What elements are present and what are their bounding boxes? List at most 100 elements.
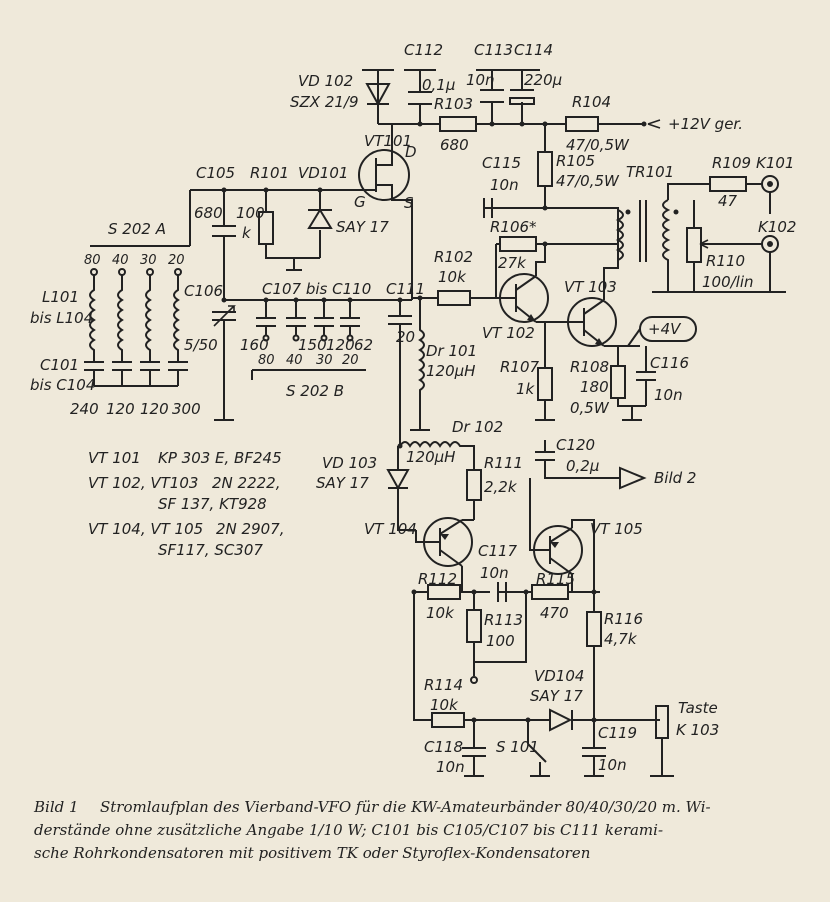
vd102-type: SZX 21/9 — [290, 93, 359, 111]
c107-110-label: C107 bis C110 — [262, 280, 371, 298]
vt101-gate: G — [354, 193, 366, 211]
c101-value-120a: 120 — [106, 400, 135, 418]
dr102-label: Dr 102 — [452, 418, 503, 436]
c101-c104-capacitors — [84, 361, 188, 387]
c113-capacitor — [476, 69, 508, 124]
s202a-pos-80: 80 — [84, 253, 101, 268]
c111-capacitor — [388, 297, 412, 420]
r103-value: 680 — [440, 136, 469, 154]
r116-label: R116 — [604, 610, 643, 628]
r103-resistor — [439, 116, 477, 132]
dr101-value: 120μH — [426, 362, 475, 380]
k101-label: K101 — [756, 154, 794, 172]
gate-bus — [90, 187, 358, 247]
taste-ref: K 103 — [676, 721, 719, 739]
r113-value: 100 — [486, 632, 515, 650]
c115-capacitor — [483, 198, 545, 218]
vd102-label: VD 102 — [298, 72, 353, 90]
c109-value: 120 — [326, 336, 355, 354]
r107-value: 1k — [516, 380, 536, 398]
c101-value-120b: 120 — [140, 400, 169, 418]
supply-voltage: +12V ger. — [668, 115, 743, 133]
r109-resistor — [694, 176, 762, 192]
c116-value: 10n — [654, 386, 683, 404]
r105-label: R105 — [556, 152, 595, 170]
c101-value-300: 300 — [172, 400, 201, 418]
vt102-transistor — [496, 244, 568, 368]
taste-key — [650, 705, 674, 777]
r111-label: R111 — [484, 454, 523, 472]
tr101-transformer — [615, 183, 694, 292]
r111-resistor — [466, 469, 482, 520]
r105-value: 47/0,5W — [556, 172, 620, 190]
vt101-drain: D — [405, 143, 417, 161]
c112-value: 0,1μ — [422, 76, 455, 94]
r112-value: 10k — [426, 604, 455, 622]
c113-label: C113 — [474, 41, 513, 59]
r116-resistor — [586, 611, 602, 720]
s101-switch — [527, 720, 550, 777]
r104-label: R104 — [572, 93, 611, 111]
caption-number: Bild 1 — [34, 798, 79, 816]
r110-potentiometer — [652, 200, 786, 293]
plus4v-marker — [627, 316, 697, 347]
c120-value: 0,2μ — [566, 457, 599, 475]
r107-label: R107 — [500, 358, 540, 376]
r104-value: 47/0,5W — [566, 136, 630, 154]
r108-power: 0,5W — [570, 399, 610, 417]
s202a-pos-20: 20 — [168, 253, 185, 268]
c118-value: 10n — [436, 758, 465, 776]
circuit-schematic: VD 102 SZX 21/9 C112 0,1μ C113 10n C114 … — [30, 41, 796, 777]
r114-label: R114 — [424, 676, 463, 694]
r104-resistor — [565, 116, 599, 132]
r103-label: R103 — [434, 95, 473, 113]
c106-trimmer — [212, 297, 412, 394]
c116-label: C116 — [650, 354, 689, 372]
bild2-label: Bild 2 — [654, 469, 696, 487]
vd102-zener — [362, 69, 394, 124]
r112-resistor — [427, 584, 461, 600]
transistor-row: SF117, SC307 — [88, 540, 284, 561]
transistor-types: SF 137, KT928 — [158, 495, 267, 513]
r106-label: R106* — [490, 218, 537, 236]
transistor-types: 2N 2907, — [216, 520, 285, 538]
r105-resistor — [537, 124, 553, 211]
figure-caption: Bild 1 Stromlaufplan des Vierband-VFO fü… — [0, 798, 830, 902]
transistor-types: SF117, SC307 — [158, 541, 263, 559]
c106-value: 5/50 — [184, 336, 218, 354]
r102-resistor — [412, 290, 496, 306]
r108-resistor — [610, 365, 646, 421]
transistor-row: VT 104, VT 105 2N 2907, — [88, 519, 284, 540]
c118-capacitor — [462, 720, 486, 777]
c110-value: 62 — [354, 336, 373, 354]
c106-label: C106 — [184, 282, 223, 300]
r102-value: 10k — [438, 268, 467, 286]
r109-value: 47 — [718, 192, 738, 210]
dr102-value: 120μH — [406, 448, 455, 466]
vd101-diode — [286, 190, 333, 271]
r101-value: 100 — [236, 204, 265, 222]
r107-resistor — [535, 367, 555, 421]
s202b-pos-30: 30 — [316, 353, 333, 368]
s202a-label: S 202 A — [108, 220, 166, 238]
c117-value: 10n — [480, 564, 509, 582]
r109-label: R109 — [712, 154, 751, 172]
transistor-row: SF 137, KT928 — [88, 494, 284, 515]
l101-label: L101 — [42, 288, 79, 306]
s202b-switch — [214, 369, 366, 421]
r110-value: 100/lin — [702, 273, 754, 291]
vt105-label: VT 105 — [590, 520, 643, 538]
r101-unit: k — [242, 224, 252, 242]
r108-label: R108 — [570, 358, 609, 376]
c101-label: C101 — [40, 356, 79, 374]
c119-value: 10n — [598, 756, 627, 774]
vt103-label: VT 103 — [564, 278, 617, 296]
vd101-type: SAY 17 — [336, 218, 389, 236]
c101-range: bis C104 — [30, 376, 95, 394]
dr102-choke — [397, 420, 475, 470]
transistor-names: VT 104, VT 105 — [88, 520, 204, 538]
r114-resistor — [431, 712, 660, 728]
r116-value: 4,7k — [604, 630, 638, 648]
transistor-types: 2N 2222, — [212, 474, 281, 492]
